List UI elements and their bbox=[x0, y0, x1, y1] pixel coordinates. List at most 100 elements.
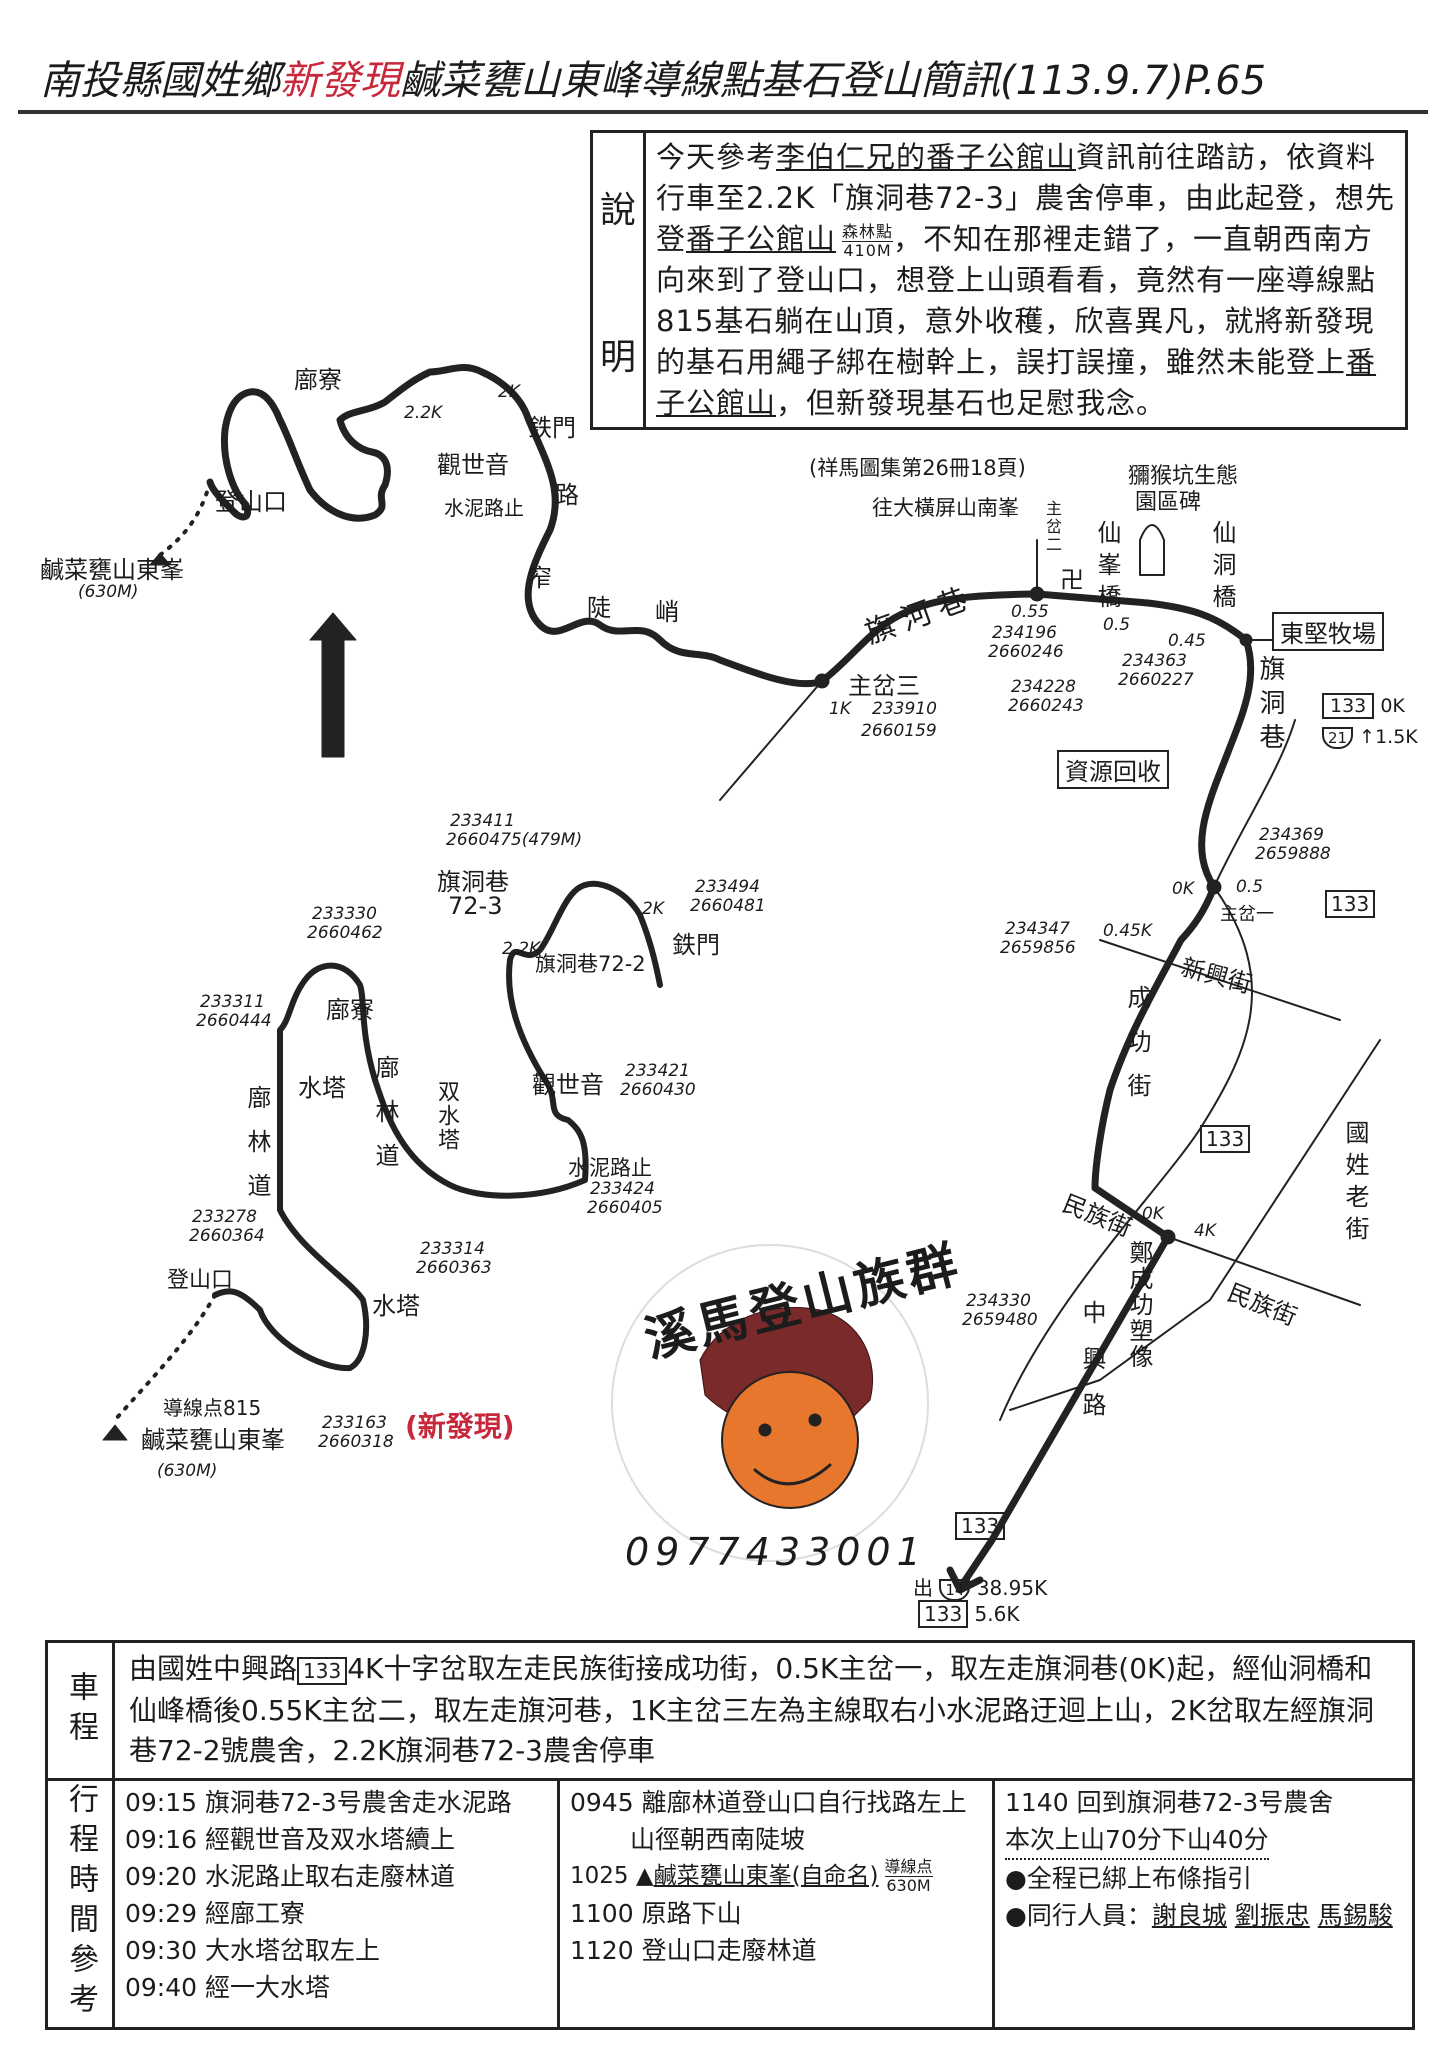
label-junction2: 主岔二 bbox=[1043, 500, 1062, 554]
label-2k: 2K bbox=[642, 899, 664, 919]
title-divider bbox=[18, 110, 1428, 114]
side-road-x bbox=[1213, 719, 1296, 888]
schedule-entry: 09:40 經一大水塔 bbox=[125, 1973, 330, 2002]
coord: 233311 bbox=[200, 992, 265, 1012]
label-junction3: 主岔三 bbox=[848, 672, 920, 700]
smiley-eye bbox=[808, 1413, 822, 1427]
peak-icon bbox=[102, 1424, 128, 1441]
label-xiandong-bridge: 仙洞橋 bbox=[1208, 520, 1236, 616]
forest-point-label: 森林點 bbox=[842, 221, 894, 242]
schedule-row: 行程時間參考 09:15 旗洞巷72-3号農舍走水泥路 09:16 經觀世音及双… bbox=[48, 1778, 1412, 2028]
desc-part: ，但新發現基石也足慰我念。 bbox=[776, 386, 1167, 420]
coord: 2660481 bbox=[690, 896, 766, 916]
road-char: 窄 bbox=[528, 564, 552, 592]
label-peak: 鹹菜甕山東峯 bbox=[141, 1426, 285, 1454]
label-guanyin: 觀世音 bbox=[437, 451, 509, 479]
summit-time: 1025 bbox=[570, 1863, 629, 1889]
peak-icon: ▲ bbox=[635, 1863, 654, 1889]
coord: 2660405 bbox=[587, 1198, 663, 1218]
km-label: 0K bbox=[1380, 695, 1405, 717]
schedule-entry: 1100 原路下山 bbox=[570, 1899, 742, 1928]
coord: 2660227 bbox=[1118, 670, 1194, 690]
coord: 2660159 bbox=[861, 721, 937, 741]
schedule-entry: 09:20 水泥路止取右走廢林道 bbox=[125, 1862, 455, 1891]
junction-dot bbox=[1029, 586, 1045, 602]
coord: 2660444 bbox=[196, 1011, 272, 1031]
label-0-45k: 0.45K bbox=[1103, 921, 1152, 941]
duration-note: 本次上山70分下山40分 bbox=[1005, 1821, 1269, 1860]
title-suffix: 鹹菜甕山東峰導線點基石登山簡訊 bbox=[400, 58, 1000, 104]
member-name: 謝良城 bbox=[1151, 1901, 1227, 1930]
north-arrow-icon bbox=[309, 612, 357, 758]
label-liaoliao: 廍寮 bbox=[294, 366, 342, 394]
ribbon-note: ●全程已綁上布條指引 bbox=[1005, 1864, 1252, 1893]
junction-dot bbox=[1206, 879, 1222, 895]
title-prefix: 南投縣國姓鄉 bbox=[40, 58, 280, 104]
junction-dot bbox=[814, 673, 830, 689]
label-forest-road: 廍林道 bbox=[243, 1085, 271, 1217]
route-133-badge: 133 bbox=[1200, 1125, 1251, 1153]
desc-peak: 番子公館山 bbox=[926, 140, 1077, 174]
route-133-badge: 133 bbox=[955, 1512, 1006, 1540]
label-iron-gate: 鉄門 bbox=[528, 414, 576, 442]
label-peak-elev: (630M) bbox=[157, 1461, 218, 1481]
label-trailhead: 登山口 bbox=[215, 488, 287, 516]
top-inset-trail bbox=[158, 480, 212, 557]
label-water-tower: 水塔 bbox=[298, 1074, 346, 1102]
label-cement-end: 水泥路止 bbox=[568, 1156, 652, 1180]
label-recycling: 資源回收 bbox=[1057, 750, 1169, 789]
forest-point-elev: 410M bbox=[843, 240, 892, 260]
coord: 2660243 bbox=[1008, 696, 1084, 716]
label-chenggong-st: 成功街 bbox=[1123, 985, 1151, 1117]
label-trailhead: 登山口 bbox=[167, 1268, 234, 1293]
label-xianfeng-bridge: 仙峯橋 bbox=[1093, 520, 1121, 616]
coord: 234330 bbox=[966, 1291, 1031, 1311]
route-133-line bbox=[999, 886, 1254, 1421]
bottom-inset-trail bbox=[113, 1293, 217, 1422]
schedule-label: 行程時間參考 bbox=[48, 1778, 115, 2028]
description-text: 今天參考李伯仁兄的番子公館山資訊前往踏訪，依資料行車至2.2K「旗洞巷72-3」… bbox=[646, 133, 1405, 427]
coord: 2659888 bbox=[1255, 844, 1331, 864]
smiley-eye bbox=[758, 1423, 772, 1437]
label-0-5: 0.5 bbox=[1236, 877, 1264, 897]
label-4k: 4K bbox=[1194, 1221, 1216, 1241]
schedule-entry: 09:30 大水塔岔取左上 bbox=[125, 1936, 380, 1965]
label-2k: 2K bbox=[498, 382, 520, 402]
label-to-south-peak: 往大橫屏山南峯 bbox=[872, 496, 1019, 520]
branch-line bbox=[719, 680, 823, 801]
drive-text-b: 4K十字岔取左走民族街接成功街，0.5K主岔一，取左走旗洞巷(0K)起，經仙洞橋… bbox=[129, 1652, 1375, 1767]
schedule-entry: 0945 離廍林道登山口自行找路左上 bbox=[570, 1788, 967, 1817]
label-qidong-lane: 旗洞巷 bbox=[1255, 655, 1285, 757]
route-133-sign: 133 0K bbox=[1322, 693, 1405, 719]
label-monument: 園區碑 bbox=[1135, 490, 1202, 515]
label-iron-gate: 鉄門 bbox=[672, 931, 720, 959]
main-road bbox=[524, 414, 1255, 1544]
minzu-street-line bbox=[1167, 1236, 1361, 1306]
logo-emblem bbox=[611, 1244, 929, 1562]
label-bottom: 明 bbox=[599, 336, 636, 378]
label-junction1: 主岔一 bbox=[1220, 904, 1274, 925]
label-peak-elev: (630M) bbox=[78, 582, 139, 602]
coord: 2660430 bbox=[620, 1080, 696, 1100]
summit-name: 鹹菜甕山東峯(自命名) bbox=[653, 1863, 879, 1889]
coord: 2660475(479M) bbox=[446, 830, 583, 850]
exit-label: 出 bbox=[913, 1576, 933, 1600]
xinxing-street-line bbox=[1099, 939, 1341, 1021]
label-reference: (祥馬圖集第26冊18頁) bbox=[809, 456, 1026, 480]
coord: 234196 bbox=[992, 623, 1057, 643]
smiley-face-icon bbox=[721, 1371, 859, 1509]
member-name: 馬錫駿 bbox=[1317, 1901, 1393, 1930]
bottom-inset-road bbox=[212, 880, 663, 1372]
drive-label: 車程 bbox=[48, 1643, 115, 1778]
monument-icon bbox=[1139, 524, 1165, 576]
coord: 233278 bbox=[192, 1207, 257, 1227]
coord: 234363 bbox=[1122, 651, 1187, 671]
coord: 234347 bbox=[1005, 919, 1070, 939]
coord: 233314 bbox=[420, 1239, 485, 1259]
coord: 2659480 bbox=[962, 1310, 1038, 1330]
label-new-find: (新發現) bbox=[405, 1410, 515, 1443]
